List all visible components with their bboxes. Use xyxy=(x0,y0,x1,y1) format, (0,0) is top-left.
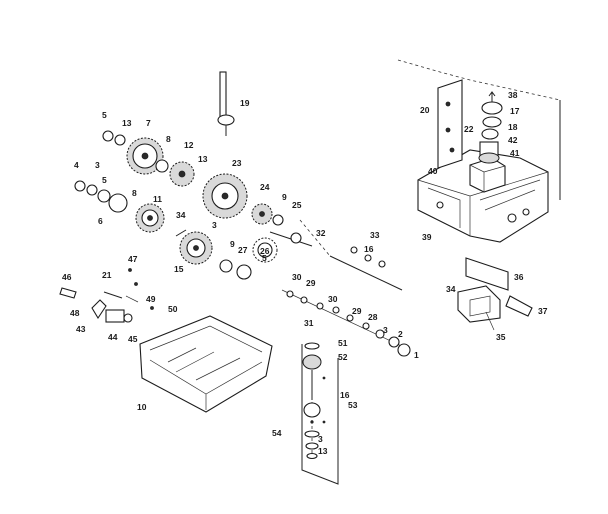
label-22: 22 xyxy=(464,124,474,134)
gear-26 xyxy=(252,237,278,263)
label-13: 13 xyxy=(318,446,328,456)
vertical-stack-frame xyxy=(301,342,339,485)
label-18: 18 xyxy=(508,122,518,132)
label-32: 32 xyxy=(316,228,326,238)
label-36: 36 xyxy=(514,272,524,282)
long-shaft xyxy=(299,219,403,291)
label-31: 31 xyxy=(304,318,314,328)
gear-15 xyxy=(179,231,213,265)
label-29: 29 xyxy=(352,306,362,316)
label-25: 25 xyxy=(292,200,302,210)
label-38: 38 xyxy=(508,90,518,100)
label-6: 6 xyxy=(98,216,103,226)
label-19: 19 xyxy=(240,98,250,108)
label-4: 4 xyxy=(74,160,79,170)
label-35: 35 xyxy=(496,332,506,342)
label-27: 27 xyxy=(238,245,248,255)
label-23: 23 xyxy=(232,158,242,168)
label-28: 28 xyxy=(368,312,378,322)
bracket-plate xyxy=(437,79,463,169)
gear-12 xyxy=(169,161,195,187)
label-46: 46 xyxy=(62,272,72,282)
label-21: 21 xyxy=(102,270,112,280)
vertical-shaft-19 xyxy=(217,71,235,136)
label-8: 8 xyxy=(132,188,137,198)
part-number-labels: 1 2 3 3 3 3 4 5 5 5 6 7 8 8 9 9 10 11 12… xyxy=(62,90,548,456)
label-34: 34 xyxy=(176,210,186,220)
base-pan xyxy=(139,315,273,413)
label-13: 13 xyxy=(198,154,208,164)
label-9: 9 xyxy=(282,192,287,202)
mount-brackets xyxy=(457,257,533,331)
label-26: 26 xyxy=(260,246,270,256)
label-53: 53 xyxy=(348,400,358,410)
label-43: 43 xyxy=(76,324,86,334)
label-34: 34 xyxy=(446,284,456,294)
label-7: 7 xyxy=(146,118,151,128)
label-45: 45 xyxy=(128,334,138,344)
gear-24 xyxy=(251,203,273,225)
label-5: 5 xyxy=(102,175,107,185)
label-16: 16 xyxy=(340,390,350,400)
label-51: 51 xyxy=(338,338,348,348)
label-8: 8 xyxy=(166,134,171,144)
label-37: 37 xyxy=(538,306,548,316)
label-20: 20 xyxy=(420,105,430,115)
label-15: 15 xyxy=(174,264,184,274)
label-30: 30 xyxy=(328,294,338,304)
label-29: 29 xyxy=(306,278,316,288)
label-30: 30 xyxy=(292,272,302,282)
label-5: 5 xyxy=(102,110,107,120)
label-10: 10 xyxy=(137,402,147,412)
gear-case-housing xyxy=(417,149,549,243)
label-3: 3 xyxy=(383,325,388,335)
gear-23 xyxy=(202,173,248,219)
label-12: 12 xyxy=(184,140,194,150)
label-2: 2 xyxy=(398,329,403,339)
label-42: 42 xyxy=(508,135,518,145)
label-44: 44 xyxy=(108,332,118,342)
label-13: 13 xyxy=(122,118,132,128)
gear-11 xyxy=(135,203,165,233)
label-3: 3 xyxy=(318,434,323,444)
label-54: 54 xyxy=(272,428,282,438)
label-41: 41 xyxy=(510,148,520,158)
label-16: 16 xyxy=(364,244,374,254)
label-52: 52 xyxy=(338,352,348,362)
housing-frame xyxy=(397,59,561,200)
label-24: 24 xyxy=(260,182,270,192)
label-5: 5 xyxy=(262,253,267,263)
label-9: 9 xyxy=(230,239,235,249)
label-3: 3 xyxy=(212,220,217,230)
fastener-row xyxy=(281,289,411,357)
shaft-collar-stack xyxy=(478,91,503,164)
label-3: 3 xyxy=(95,160,100,170)
label-1: 1 xyxy=(414,350,419,360)
label-50: 50 xyxy=(168,304,178,314)
gear-7 xyxy=(126,137,164,175)
label-17: 17 xyxy=(510,106,520,116)
label-39: 39 xyxy=(422,232,432,242)
label-11: 11 xyxy=(153,194,162,204)
label-48: 48 xyxy=(70,308,80,318)
gear-train xyxy=(74,130,313,280)
label-49: 49 xyxy=(146,294,156,304)
label-47: 47 xyxy=(128,254,138,264)
label-33: 33 xyxy=(370,230,380,240)
small-parts-cluster xyxy=(59,268,154,323)
label-40: 40 xyxy=(428,166,438,176)
